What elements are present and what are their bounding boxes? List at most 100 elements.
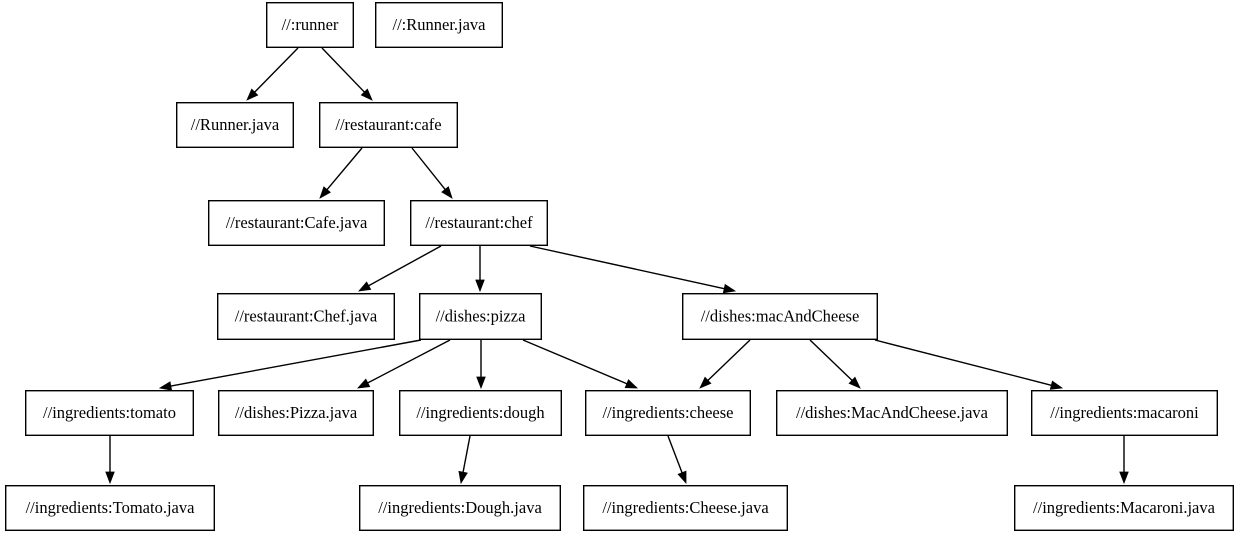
edge-arrowhead: [722, 283, 737, 294]
node-box[interactable]: [4, 485, 216, 532]
node-label: //dishes:Pizza.java: [235, 403, 358, 422]
graph-edge: [357, 339, 451, 389]
graph-edge: [105, 436, 115, 485]
graph-node-restaurant_cafe[interactable]: //restaurant:cafe: [319, 101, 459, 148]
node-box[interactable]: [1030, 390, 1218, 437]
node-box[interactable]: [217, 390, 375, 437]
graph-node-chef_java[interactable]: //restaurant:Chef.java: [216, 293, 396, 341]
graph-node-runner[interactable]: //:runner: [266, 2, 355, 48]
graph-edge: [667, 435, 687, 485]
graph-edge: [321, 47, 373, 101]
edge-arrowhead: [624, 379, 639, 389]
graph-edge: [529, 245, 737, 294]
node-box[interactable]: [175, 101, 294, 148]
edge-arrowhead: [158, 381, 173, 391]
edge-line: [367, 339, 451, 384]
node-box[interactable]: [410, 199, 549, 246]
edge-arrowhead: [358, 281, 372, 292]
edge-arrowhead: [476, 376, 486, 390]
node-box[interactable]: [1014, 485, 1235, 532]
node-label: //ingredients:tomato: [43, 403, 176, 422]
node-box[interactable]: [319, 101, 459, 148]
edge-line: [326, 147, 363, 191]
graph-node-macaroni_java[interactable]: //ingredients:Macaroni.java: [1014, 485, 1235, 532]
edge-arrowhead: [441, 186, 453, 199]
node-box[interactable]: [682, 293, 879, 341]
graph-edge: [358, 245, 442, 292]
node-label: //restaurant:cafe: [335, 115, 441, 134]
edge-line: [368, 245, 442, 287]
graph-node-pizza_java[interactable]: //dishes:Pizza.java: [217, 390, 375, 437]
edge-line: [321, 47, 365, 93]
node-label: //ingredients:Macaroni.java: [1033, 498, 1216, 517]
node-label: //restaurant:Chef.java: [235, 306, 378, 325]
node-box[interactable]: [266, 2, 355, 48]
node-label: //ingredients:Tomato.java: [26, 498, 196, 517]
edge-line: [411, 147, 446, 190]
graph-node-ing_tomato[interactable]: //ingredients:tomato: [25, 390, 195, 437]
graph-node-ing_macaroni[interactable]: //ingredients:macaroni: [1030, 390, 1218, 437]
graph-edge: [458, 435, 471, 485]
graph-edge: [411, 147, 453, 199]
node-label: //dishes:macAndCheese: [701, 306, 860, 325]
graph-edge: [699, 339, 751, 389]
graph-edge: [874, 339, 1064, 390]
graph-node-runner_java[interactable]: //Runner.java: [175, 101, 294, 148]
graph-node-cheese_java[interactable]: //ingredients:Cheese.java: [583, 485, 789, 532]
graph-node-tomato_java[interactable]: //ingredients:Tomato.java: [4, 485, 216, 532]
node-box[interactable]: [216, 293, 396, 341]
graph-node-ing_dough[interactable]: //ingredients:dough: [399, 390, 563, 437]
graph-node-dough_java[interactable]: //ingredients:Dough.java: [359, 485, 562, 532]
graph-node-cafe_java[interactable]: //restaurant:Cafe.java: [207, 199, 386, 246]
graph-edge: [476, 340, 486, 390]
node-box[interactable]: [583, 485, 789, 532]
edge-arrowhead: [699, 376, 712, 389]
node-label: //ingredients:cheese: [602, 403, 733, 422]
edge-arrowhead: [319, 186, 331, 199]
edge-arrowhead: [360, 88, 373, 101]
node-box[interactable]: [419, 293, 543, 341]
node-label: //ingredients:dough: [416, 403, 545, 422]
graph-edge: [246, 47, 299, 101]
graph-edge: [158, 339, 422, 391]
edge-line: [462, 435, 471, 473]
edge-arrowhead: [848, 376, 861, 389]
node-label: //ingredients:macaroni: [1050, 403, 1199, 422]
edge-arrowhead: [475, 279, 485, 293]
node-box[interactable]: [776, 390, 1009, 437]
node-label: //:runner: [282, 15, 339, 34]
graph-node-ing_cheese[interactable]: //ingredients:cheese: [585, 390, 752, 437]
graph-edge: [319, 147, 363, 199]
graph-node-restaurant_chef[interactable]: //restaurant:chef: [410, 199, 549, 246]
edge-line: [170, 339, 422, 387]
node-box[interactable]: [399, 390, 563, 437]
edge-line: [874, 339, 1052, 386]
node-box[interactable]: [207, 199, 386, 246]
edge-arrowhead: [357, 378, 371, 389]
node-box[interactable]: [359, 485, 562, 532]
node-box[interactable]: [25, 390, 195, 437]
edge-line: [667, 435, 683, 473]
graph-node-runner_java_root[interactable]: //:Runner.java: [375, 2, 504, 48]
node-label: //Runner.java: [191, 115, 280, 134]
graph-edge: [809, 339, 861, 389]
edge-arrowhead: [246, 88, 259, 101]
edge-arrowhead: [677, 470, 687, 485]
graph-node-dishes_mac[interactable]: //dishes:macAndCheese: [682, 293, 879, 341]
edge-line: [707, 339, 751, 381]
edge-arrowhead: [458, 470, 468, 485]
node-box[interactable]: [375, 2, 504, 48]
graph-edge: [475, 246, 485, 293]
edge-arrowhead: [1049, 380, 1064, 390]
edge-line: [529, 245, 725, 290]
graph-node-mac_java[interactable]: //dishes:MacAndCheese.java: [776, 390, 1009, 437]
edge-line: [522, 339, 628, 385]
node-box[interactable]: [585, 390, 752, 437]
edges-layer: [105, 47, 1129, 485]
node-label: //ingredients:Dough.java: [378, 498, 542, 517]
graph-node-dishes_pizza[interactable]: //dishes:pizza: [419, 293, 543, 341]
edge-arrowhead: [105, 471, 115, 485]
node-label: //dishes:pizza: [436, 306, 526, 325]
